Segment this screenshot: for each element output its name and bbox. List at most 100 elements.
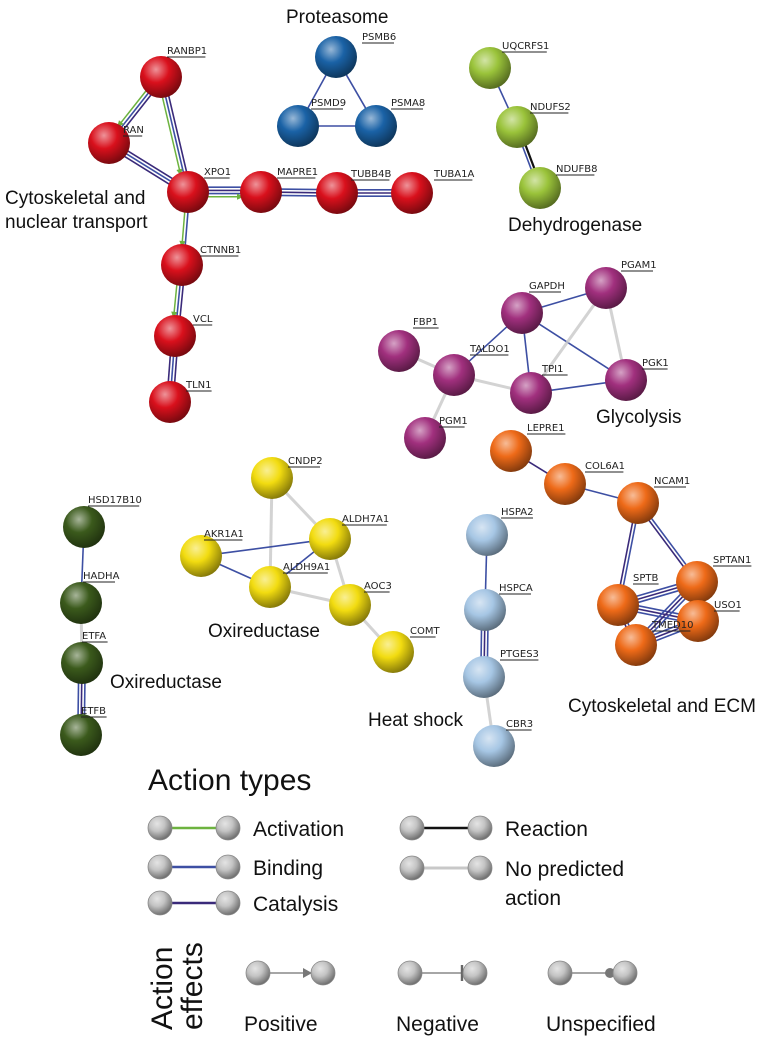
node-ball[interactable]: [510, 372, 552, 414]
node-ball[interactable]: [519, 167, 561, 209]
node-psma8[interactable]: PSMA8: [355, 98, 425, 147]
node-aldh9a1[interactable]: ALDH9A1: [249, 562, 330, 608]
node-tln1[interactable]: TLN1: [149, 380, 212, 423]
node-hspca[interactable]: HSPCA: [464, 583, 533, 631]
node-psmb6[interactable]: PSMB6: [315, 32, 396, 78]
node-ndufs2[interactable]: NDUFS2: [496, 102, 571, 148]
node-xpo1[interactable]: XPO1: [167, 167, 231, 213]
node-ptges3[interactable]: PTGES3: [463, 649, 539, 698]
edge-line-catalysis: [525, 459, 551, 476]
node-ball[interactable]: [140, 56, 182, 98]
node-tmed10[interactable]: TMED10: [615, 620, 693, 666]
node-ball[interactable]: [277, 105, 319, 147]
edge-line-binding: [535, 321, 613, 372]
node-ball[interactable]: [249, 566, 291, 608]
node-ball[interactable]: [149, 381, 191, 423]
node-ball[interactable]: [466, 514, 508, 556]
node-ball[interactable]: [60, 582, 102, 624]
node-ball[interactable]: [391, 172, 433, 214]
node-tpi1[interactable]: TPI1: [510, 364, 568, 414]
node-ball[interactable]: [501, 292, 543, 334]
edge-line-binding: [644, 591, 684, 632]
node-col6a1[interactable]: COL6A1: [544, 461, 625, 505]
node-cbr3[interactable]: CBR3: [473, 719, 533, 767]
node-ball[interactable]: [251, 457, 293, 499]
node-gapdh[interactable]: GAPDH: [501, 281, 565, 334]
node-ball[interactable]: [617, 482, 659, 524]
node-tuba1a[interactable]: TUBA1A: [391, 169, 474, 214]
node-ball[interactable]: [404, 417, 446, 459]
node-mapre1[interactable]: MAPRE1: [240, 167, 318, 213]
node-tubb4b[interactable]: TUBB4B: [316, 169, 392, 214]
node-lepre1[interactable]: LEPRE1: [490, 423, 566, 472]
node-ran[interactable]: RAN: [88, 122, 144, 164]
node-ball[interactable]: [615, 624, 657, 666]
node-ball[interactable]: [88, 122, 130, 164]
node-ball[interactable]: [585, 267, 627, 309]
node-akr1a1[interactable]: AKR1A1: [180, 529, 244, 577]
node-ranbp1[interactable]: RANBP1: [140, 46, 207, 98]
node-ball[interactable]: [154, 315, 196, 357]
node-aoc3[interactable]: AOC3: [329, 581, 392, 626]
node-sptan1[interactable]: SPTAN1: [676, 555, 751, 603]
node-vcl[interactable]: VCL: [154, 314, 213, 357]
node-ball[interactable]: [60, 714, 102, 756]
node-ball[interactable]: [473, 725, 515, 767]
node-ball[interactable]: [676, 561, 718, 603]
node-hsd17b10[interactable]: HSD17B10: [63, 495, 142, 548]
node-ctnnb1[interactable]: CTNNB1: [161, 244, 241, 286]
edge-line-catalysis: [179, 282, 185, 320]
node-label: USO1: [714, 600, 742, 611]
node-ball[interactable]: [544, 463, 586, 505]
node-ball[interactable]: [433, 354, 475, 396]
node-ball[interactable]: [372, 631, 414, 673]
node-taldo1[interactable]: TALDO1: [433, 344, 510, 396]
node-ball[interactable]: [161, 244, 203, 286]
node-aldh7a1[interactable]: ALDH7A1: [309, 514, 389, 560]
node-ball[interactable]: [180, 535, 222, 577]
edge-line-none: [539, 300, 598, 381]
node-ball[interactable]: [63, 506, 105, 548]
node-cndp2[interactable]: CNDP2: [251, 456, 323, 499]
node-ball[interactable]: [167, 171, 209, 213]
node-ball[interactable]: [240, 171, 282, 213]
node-ball[interactable]: [329, 584, 371, 626]
legend-effect-negative: Negative: [396, 960, 488, 1036]
legend-effect-positive: Positive: [244, 960, 336, 1036]
legend-ball: [215, 815, 241, 841]
node-uso1[interactable]: USO1: [677, 600, 742, 642]
node-fbp1[interactable]: FBP1: [378, 317, 439, 372]
node-psmd9[interactable]: PSMD9: [277, 98, 346, 147]
edge-line-catalysis: [634, 585, 681, 602]
node-ball[interactable]: [496, 106, 538, 148]
node-ball[interactable]: [464, 589, 506, 631]
node-hadha[interactable]: HADHA: [60, 571, 120, 624]
node-pgk1[interactable]: PGK1: [605, 358, 669, 401]
node-hspa2[interactable]: HSPA2: [466, 507, 533, 556]
node-ball[interactable]: [463, 656, 505, 698]
node-ball[interactable]: [61, 642, 103, 684]
node-ncam1[interactable]: NCAM1: [617, 476, 690, 524]
node-ball[interactable]: [378, 330, 420, 372]
node-comt[interactable]: COMT: [372, 626, 440, 673]
edge-line-binding: [633, 582, 681, 598]
node-sptb[interactable]: SPTB: [597, 573, 659, 626]
node-ball[interactable]: [597, 584, 639, 626]
node-ball[interactable]: [469, 47, 511, 89]
node-pgm1[interactable]: PGM1: [404, 416, 468, 459]
edge-line-binding: [77, 679, 80, 718]
node-etfa[interactable]: ETFA: [61, 631, 108, 684]
node-ball[interactable]: [309, 518, 351, 560]
node-ball[interactable]: [605, 359, 647, 401]
node-ball[interactable]: [355, 105, 397, 147]
node-pgam1[interactable]: PGAM1: [585, 260, 657, 309]
node-ndufb8[interactable]: NDUFB8: [519, 164, 597, 209]
node-ball[interactable]: [490, 430, 532, 472]
node-ball[interactable]: [315, 36, 357, 78]
node-uqcrfs1[interactable]: UQCRFS1: [469, 41, 549, 89]
node-etfb[interactable]: ETFB: [60, 706, 107, 756]
node-ball[interactable]: [677, 600, 719, 642]
node-ball[interactable]: [316, 172, 358, 214]
